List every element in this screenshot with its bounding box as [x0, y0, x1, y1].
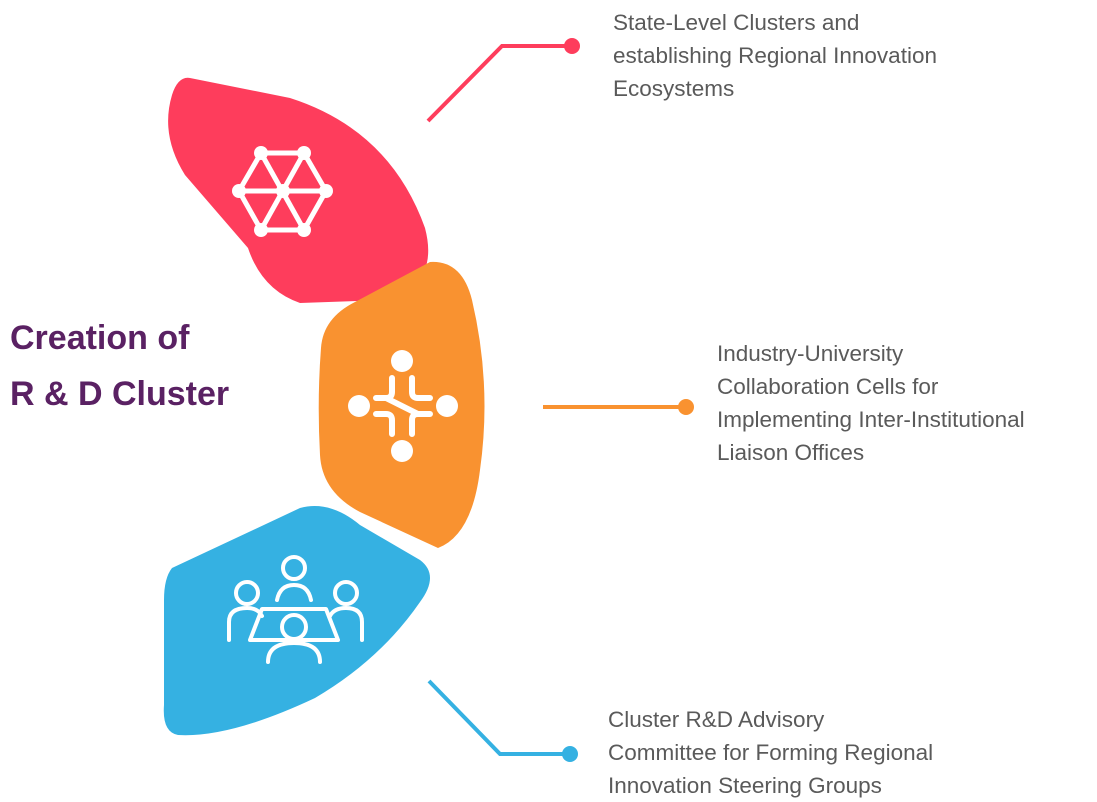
item-2-line-2: Collaboration Cells for — [717, 374, 939, 399]
item-2-line-1: Industry-University — [717, 341, 904, 366]
title-line-2: R & D Cluster — [10, 375, 230, 413]
diagram-title: Creation of R & D Cluster — [10, 310, 229, 422]
item-3-line-3: Innovation Steering Groups — [608, 773, 882, 798]
item-3-line-1: Cluster R&D Advisory — [608, 707, 825, 732]
item-label-1: State-Level Clusters and establishing Re… — [613, 6, 937, 105]
connector-red-dot — [564, 38, 580, 54]
item-1-line-2: establishing Regional Innovation — [613, 43, 937, 68]
connector-blue-dot — [562, 746, 578, 762]
item-label-2: Industry-University Collaboration Cells … — [717, 337, 1025, 469]
collaboration-knot-icon — [348, 350, 458, 462]
item-label-3: Cluster R&D Advisory Committee for Formi… — [608, 703, 933, 802]
connector-blue — [427, 679, 570, 756]
meeting-table-icon — [227, 555, 364, 664]
network-hexagon-icon — [232, 146, 333, 237]
title-line-1: Creation of — [10, 319, 190, 357]
segment-blue — [163, 506, 430, 736]
item-2-line-3: Implementing Inter-Institutional — [717, 407, 1025, 432]
item-2-line-4: Liaison Offices — [717, 440, 865, 465]
connector-orange-dot — [678, 399, 694, 415]
item-1-line-1: State-Level Clusters and — [613, 10, 860, 35]
item-3-line-2: Committee for Forming Regional — [608, 740, 934, 765]
item-1-line-3: Ecosystems — [613, 76, 735, 101]
connector-red — [426, 44, 572, 123]
